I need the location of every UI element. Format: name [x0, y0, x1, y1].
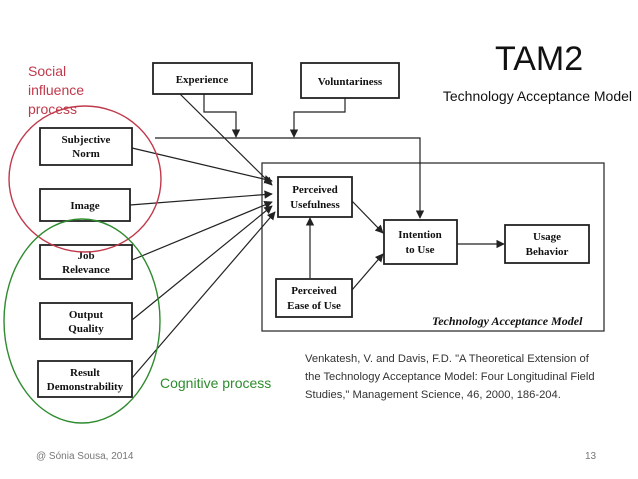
cognitive-process-circle	[3, 218, 161, 424]
arrow-job-relevance-to-usefulness	[131, 201, 273, 261]
svg-text:Output: Output	[69, 309, 104, 321]
svg-text:Demonstrability: Demonstrability	[47, 381, 124, 393]
svg-text:Quality: Quality	[68, 323, 104, 335]
perceived-ease-of-use-box: Perceived Ease of Use	[275, 278, 353, 318]
image-box: Image	[39, 188, 131, 222]
intention-to-use-box: Intention to Use	[383, 219, 458, 265]
svg-text:Subjective: Subjective	[62, 134, 111, 146]
social-influence-circle	[8, 105, 162, 253]
subjective-norm-box: Subjective Norm	[39, 127, 133, 166]
arrow-experience-to-usefulness	[179, 93, 273, 186]
svg-text:Perceived: Perceived	[292, 184, 338, 196]
svg-text:Perceived: Perceived	[291, 285, 337, 297]
svg-text:Usefulness: Usefulness	[290, 199, 340, 211]
experience-box: Experience	[152, 62, 253, 95]
arrow-usefulness-to-intention	[351, 200, 384, 234]
voluntariness-box: Voluntariness	[300, 62, 400, 99]
slide-title: TAM2	[495, 40, 584, 78]
arrow-norm-to-usefulness	[131, 147, 273, 184]
output-quality-box: Output Quality	[39, 302, 133, 340]
social-influence-label: Social influence process	[28, 63, 85, 117]
svg-text:Job: Job	[77, 250, 94, 262]
arrow-image-to-usefulness	[129, 190, 273, 206]
tam-frame	[261, 162, 605, 332]
svg-text:Intention: Intention	[398, 229, 441, 241]
cognitive-process-label: Cognitive process	[160, 375, 272, 391]
arrow-to-intention	[155, 137, 425, 219]
arrow-ease-to-intention	[351, 253, 384, 291]
svg-text:to Use: to Use	[405, 244, 434, 256]
reference-citation: Venkatesh, V. and Davis, F.D. "A Theoret…	[305, 353, 595, 401]
slide-subtitle: Technology Acceptance Model	[442, 88, 632, 104]
svg-text:Experience: Experience	[176, 74, 229, 86]
page-number: 13	[585, 451, 597, 462]
svg-text:Usage: Usage	[533, 231, 561, 243]
svg-text:Image: Image	[70, 200, 99, 212]
perceived-usefulness-box: Perceived Usefulness	[277, 176, 353, 218]
footer-author: @ Sónia Sousa, 2014	[36, 451, 134, 462]
arrow-output-quality-to-usefulness	[131, 205, 273, 321]
arrow-result-to-usefulness	[131, 211, 276, 379]
svg-text:Voluntariness: Voluntariness	[318, 76, 383, 88]
svg-text:Norm: Norm	[72, 148, 100, 160]
arrow-experience-down	[203, 94, 241, 138]
svg-text:Relevance: Relevance	[62, 264, 110, 276]
arrow-voluntariness-down	[289, 98, 346, 138]
job-relevance-box: Job Relevance	[39, 244, 133, 280]
usage-behavior-box: Usage Behavior	[504, 224, 590, 264]
result-demonstrability-box: Result Demonstrability	[37, 360, 133, 398]
svg-text:Ease of Use: Ease of Use	[287, 300, 341, 312]
svg-text:Result: Result	[70, 367, 100, 379]
svg-text:Behavior: Behavior	[526, 246, 569, 258]
tam-frame-label: Technology Acceptance Model	[432, 314, 583, 328]
